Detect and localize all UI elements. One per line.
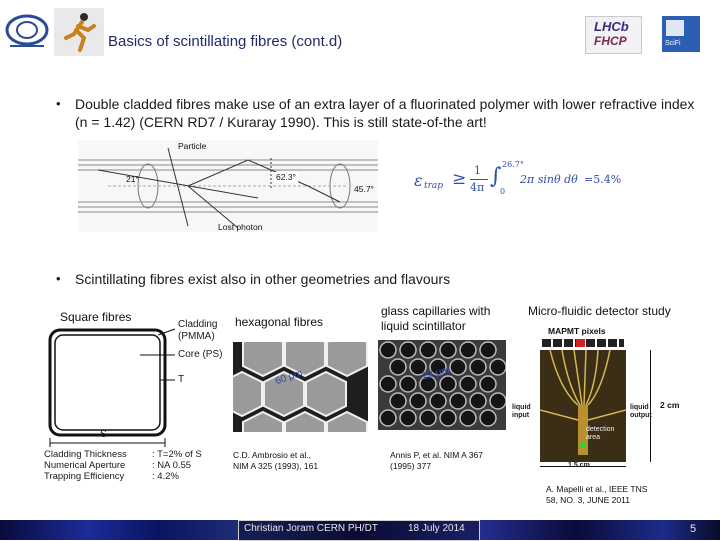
footer-date: 18 July 2014 (408, 523, 465, 534)
angle-right-label: 45.7° (354, 184, 374, 194)
square-fibre-diagram: Cladding (PMMA) Core (PS) T S Cladding T… (40, 319, 230, 495)
footer-author: Christian Joram CERN PH/DT (244, 523, 378, 534)
detection-line2: area (586, 434, 601, 441)
detection-area-label: detection area (586, 426, 614, 442)
glass-capillary-photo: 22 μm (378, 340, 506, 430)
formula-frac-num: 1 (474, 164, 481, 177)
height-dimension-line (650, 350, 651, 462)
highlight-pixel (576, 339, 585, 347)
fibre-light-diagram: Particle 21° 62.3° 45.7° Lost photon (78, 138, 378, 234)
square-fibres-caption: Square fibres (60, 310, 132, 324)
scifi-logo-text: SciFi (665, 40, 681, 47)
liquid-input-line1: liquid (512, 404, 531, 411)
lhcb-logo-text: LHCb (594, 19, 629, 34)
detection-line1: detection (586, 426, 615, 433)
slide-title: Basics of scintillating fibres (cont.d) (108, 33, 343, 50)
liquid-output-label: liquid output (630, 404, 652, 420)
formula-int-lower: 0 (500, 187, 506, 196)
liquid-output-line1: liquid (630, 404, 649, 411)
formula-lhs: ε (414, 171, 423, 190)
formula-result: =5.4% (584, 173, 622, 186)
glass-reference-line1: Annis P, et al. NIM A 367 (390, 450, 483, 460)
pmma-label: (PMMA) (178, 331, 215, 342)
formula-lhs-sub: trap (424, 181, 444, 191)
spec-value: : T=2% of S (152, 449, 202, 460)
hex-reference-line1: C.D. Ambrosio et al., (233, 450, 311, 460)
cladding-label: Cladding (178, 319, 218, 330)
lhcb-logo-subtext: FHCP (594, 34, 627, 48)
bullet-marker: • (56, 96, 61, 111)
formula-integrand: 2π sinθ dθ (520, 173, 578, 186)
height-label: 2 cm (660, 400, 680, 410)
microfluidic-reference-line1: A. Mapelli et al., IEEE TNS (546, 484, 648, 494)
spec-value: : NA 0.55 (152, 460, 192, 471)
spec-row: Cladding Thickness : T=2% of S (44, 449, 230, 460)
hexagonal-fibre-photo: 60 μm (233, 342, 368, 432)
core-label: Core (PS) (178, 349, 223, 360)
microfluidic-caption: Micro-fluidic detector study (528, 304, 671, 318)
trapping-formula: ε trap ≥ 1 4π ∫ 26.7° 0 2π sinθ dθ =5.4% (414, 160, 634, 198)
hexagonal-fibres-caption: hexagonal fibres (235, 315, 324, 329)
bullet-marker: • (56, 271, 61, 286)
scifi-logo: SciFi (662, 16, 700, 52)
detector-photo (540, 350, 626, 462)
formula-int-upper: 26.7° (502, 160, 524, 169)
s-label: S (100, 429, 107, 440)
bullet-2-text: Scintillating fibres exist also in other… (75, 271, 451, 287)
mapmt-pixels-label: MAPMT pixels (548, 326, 606, 336)
liquid-output-line2: output (630, 412, 652, 419)
hex-reference-line2: NIM A 325 (1993), 161 (233, 461, 319, 471)
t-label: T (178, 374, 185, 385)
angle-mid-label: 62.3° (274, 172, 298, 183)
square-spec-table: Cladding Thickness : T=2% of S Numerical … (44, 449, 230, 482)
page-number: 5 (690, 523, 697, 535)
spec-key: Cladding Thickness (44, 449, 127, 460)
spec-key: Numerical Aperture (44, 460, 126, 471)
microfluidic-figure: MAPMT pixels liquid input liquid output … (510, 326, 700, 476)
liquid-input-line2: input (512, 412, 530, 419)
spec-key: Trapping Efficiency (44, 471, 125, 482)
glass-caption-line2: liquid scintillator (381, 319, 466, 333)
runner-icon (54, 8, 104, 56)
spec-value: : 4.2% (152, 471, 179, 482)
microfluidic-reference-line2: 58, NO. 3, JUNE 2011 (546, 495, 630, 505)
spec-row: Numerical Aperture : NA 0.55 (44, 460, 230, 471)
spec-row: Trapping Efficiency : 4.2% (44, 471, 230, 482)
lost-photon-label: Lost photon (218, 222, 263, 232)
bullet-1-text: Double cladded fibres make use of an ext… (75, 96, 695, 130)
width-dimension-line (540, 466, 626, 467)
liquid-input-label: liquid input (512, 404, 531, 420)
glass-caption-line1: glass capillaries with (381, 304, 491, 318)
formula-ge: ≥ (452, 169, 467, 189)
particle-label: Particle (178, 141, 207, 151)
glass-reference-line2: (1995) 377 (390, 461, 432, 471)
cern-logo (4, 12, 50, 52)
integral-icon: ∫ (490, 164, 502, 189)
width-label: 1.5 cm (568, 462, 590, 469)
formula-frac-den: 4π (470, 181, 485, 194)
lhcb-logo: LHCb FHCP (585, 16, 642, 54)
angle-left-label: 21° (126, 174, 139, 184)
